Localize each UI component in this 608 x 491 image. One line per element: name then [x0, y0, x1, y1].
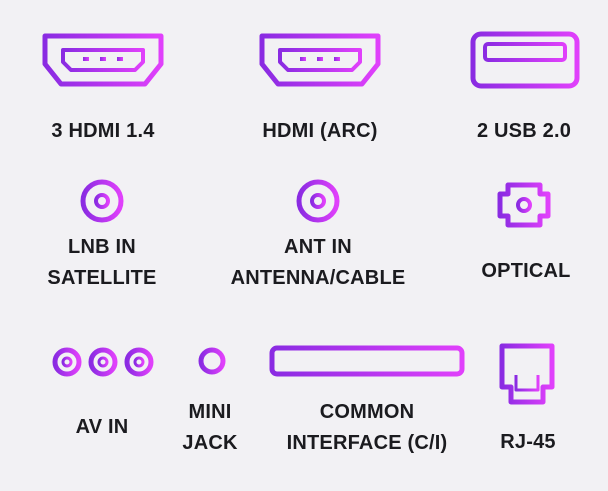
port-label-usb: 2 USB 2.0: [476, 120, 572, 142]
port-label-ant: ANT IN ANTENNA/CABLE: [230, 236, 406, 289]
port-label-hdmi-1: 3 HDMI 1.4: [51, 120, 155, 142]
av-rca-ports-icon: [52, 347, 154, 377]
usb-port-icon: [470, 31, 580, 89]
rj45-port-icon: [499, 343, 555, 405]
optical-port-icon: [497, 182, 551, 228]
coaxial-port-icon: [296, 179, 340, 223]
port-label-av: AV IN: [75, 416, 129, 438]
hdmi-port-icon: [259, 33, 381, 87]
port-label-hdmi-arc: HDMI (ARC): [262, 120, 378, 142]
common-interface-slot-icon: [269, 345, 465, 377]
mini-jack-port-icon: [198, 347, 226, 375]
hdmi-port-icon: [42, 33, 164, 87]
port-label-rj45: RJ-45: [500, 431, 556, 453]
port-label-optical: OPTICAL: [481, 260, 571, 282]
port-label-mini-jack: MINI JACK: [182, 401, 238, 454]
port-label-ci: COMMON INTERFACE (C/I): [286, 401, 448, 454]
coaxial-port-icon: [80, 179, 124, 223]
port-label-lnb: LNB IN SATELLITE: [47, 236, 157, 289]
